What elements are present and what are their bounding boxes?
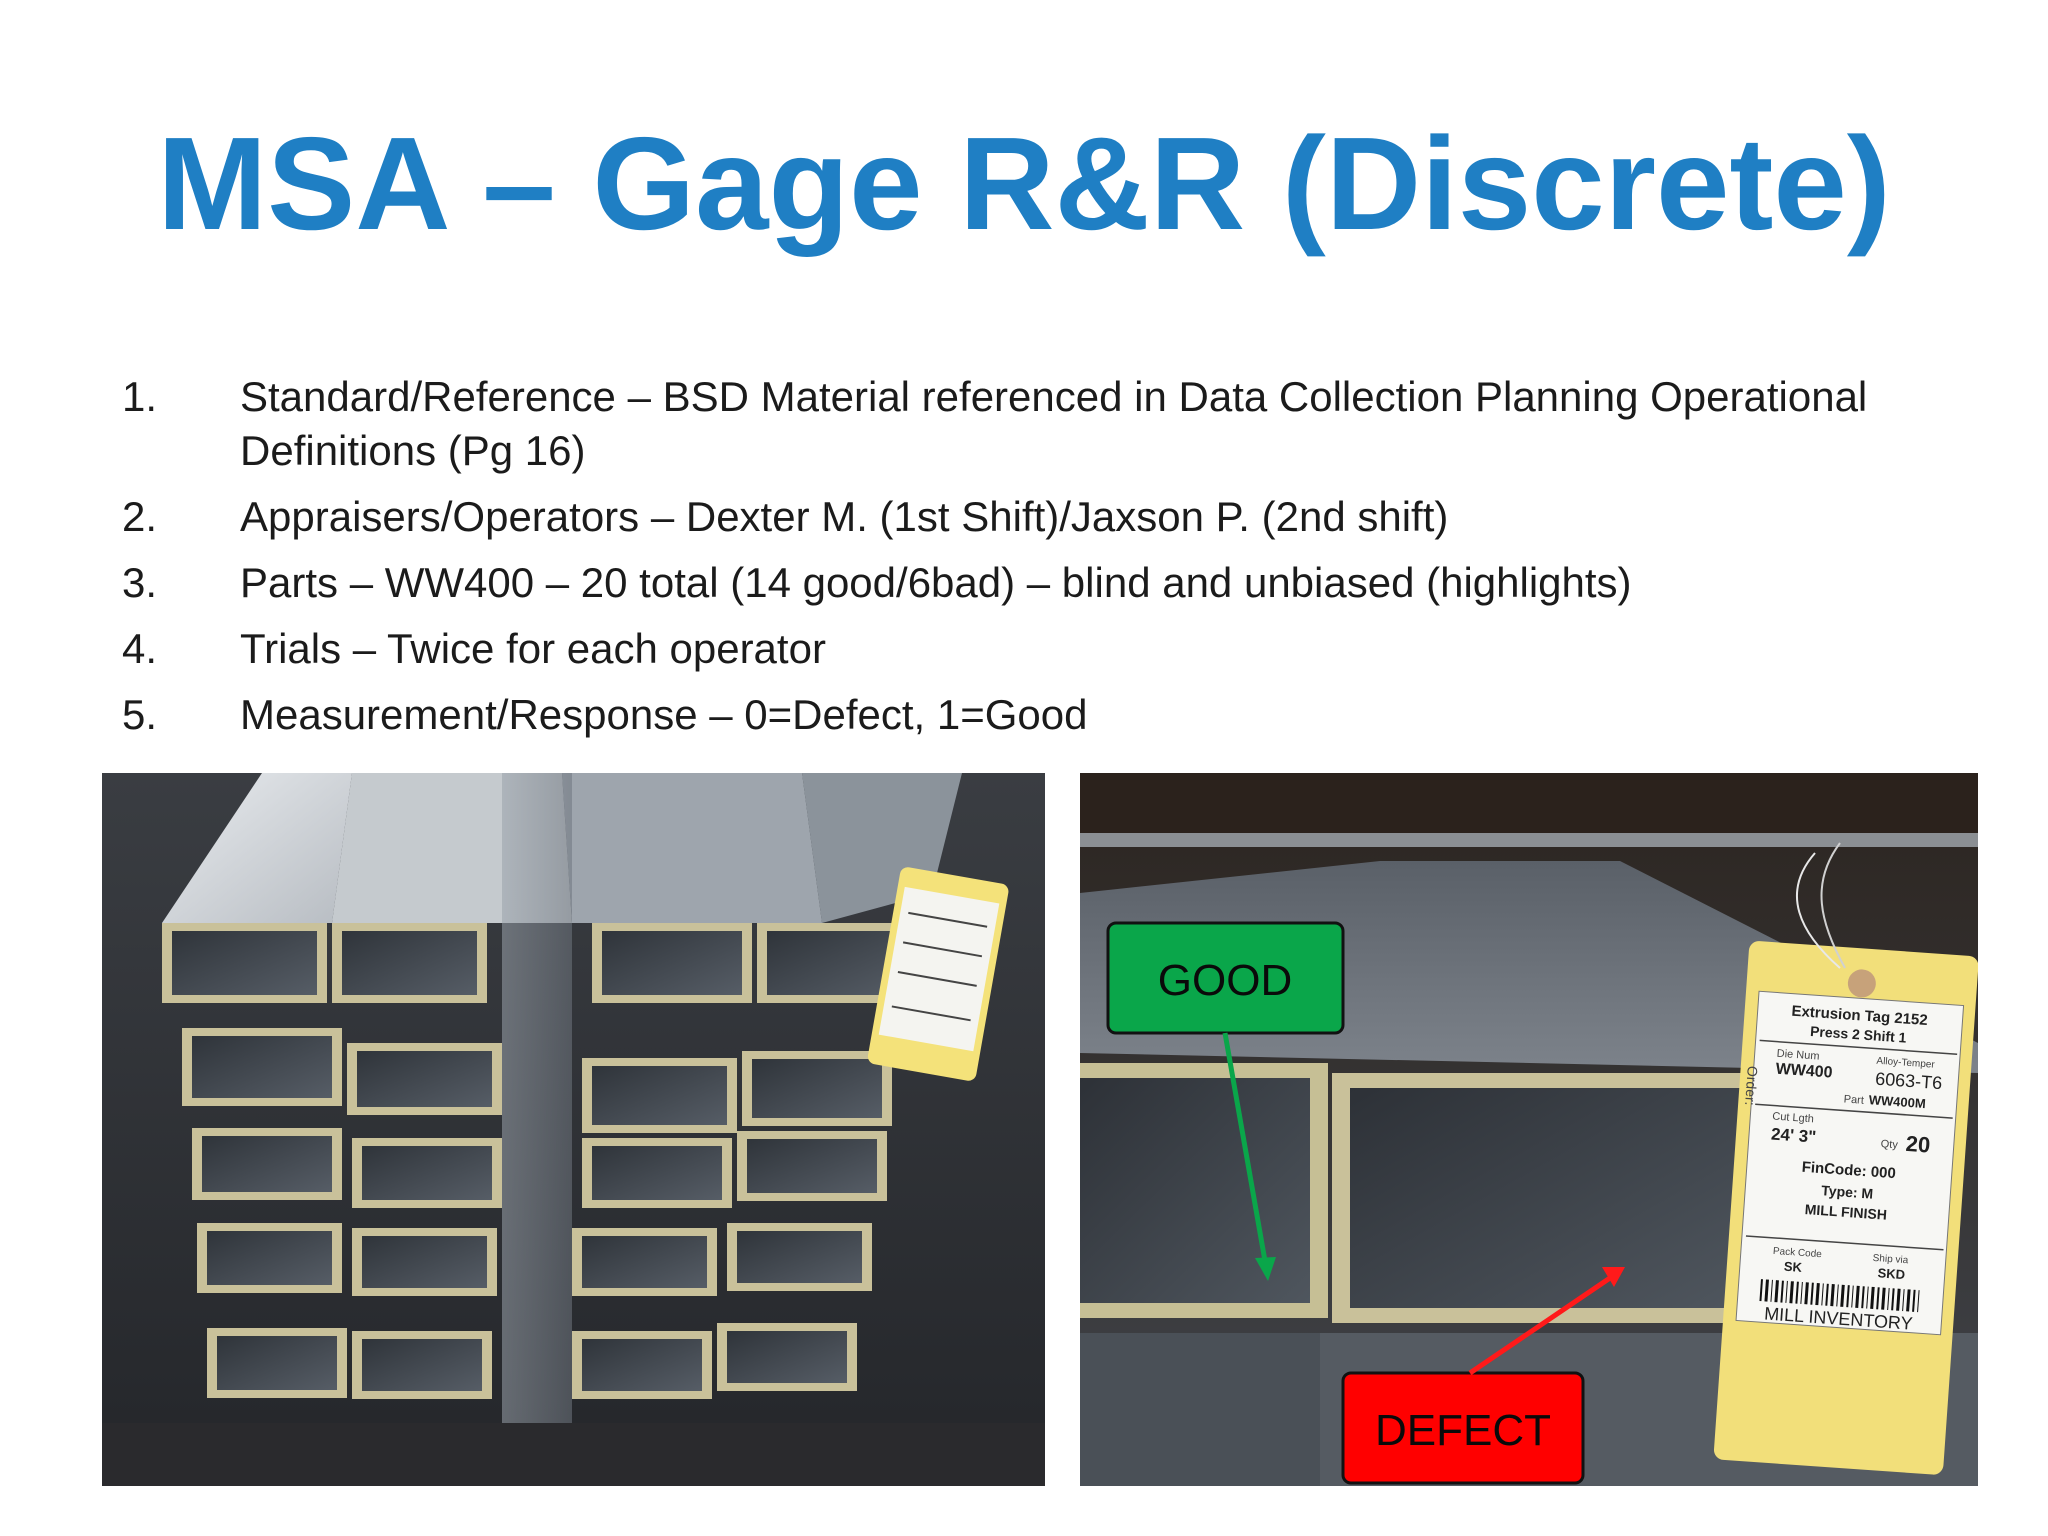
list-item: 3. Parts – WW400 – 20 total (14 good/6ba… xyxy=(122,556,1982,610)
tag-ship-value: SKD xyxy=(1877,1265,1905,1282)
tag-press-shift: Press 2 Shift 1 xyxy=(1810,1023,1908,1046)
list-item-text: Measurement/Response – 0=Defect, 1=Good xyxy=(240,691,1088,738)
tag-cut-label: Cut Lgth xyxy=(1772,1111,1814,1126)
list-item-text: Standard/Reference – BSD Material refere… xyxy=(240,373,1868,474)
slide-title: MSA – Gage R&R (Discrete) xyxy=(157,110,1891,257)
list-item-text: Appraisers/Operators – Dexter M. (1st Sh… xyxy=(240,493,1449,540)
tag-pack-label: Pack Code xyxy=(1773,1246,1823,1260)
steps-list: 1. Standard/Reference – BSD Material ref… xyxy=(122,370,1982,754)
list-item-number: 2. xyxy=(122,493,158,540)
defect-label-text: DEFECT xyxy=(1375,1406,1551,1455)
tag-pack-value: SK xyxy=(1783,1259,1803,1275)
good-arrow xyxy=(1222,1032,1276,1281)
list-item: 4. Trials – Twice for each operator xyxy=(122,622,1982,676)
extrusion-stack-photo xyxy=(102,773,1045,1486)
tag-die-value: WW400 xyxy=(1775,1061,1833,1082)
tag-part-value: WW400M xyxy=(1868,1092,1926,1111)
list-item-number: 5. xyxy=(122,691,158,738)
list-item: 1. Standard/Reference – BSD Material ref… xyxy=(122,370,1982,478)
tag-finish: MILL FINISH xyxy=(1804,1201,1887,1223)
list-item-text: Parts – WW400 – 20 total (14 good/6bad) … xyxy=(240,559,1632,606)
list-item: 2. Appraisers/Operators – Dexter M. (1st… xyxy=(122,490,1982,544)
list-item-number: 1. xyxy=(122,373,158,420)
tag-alloy-value: 6063-T6 xyxy=(1875,1069,1943,1094)
tag-part-label: Part xyxy=(1843,1093,1864,1106)
tag-qty-value: 20 xyxy=(1905,1131,1931,1158)
barcode-icon xyxy=(1759,1279,1920,1313)
mill-inventory-tag: Extrusion Tag 2152 Press 2 Shift 1 Die N… xyxy=(1713,941,1978,1475)
good-label-text: GOOD xyxy=(1158,956,1292,1005)
tag-ship-label: Ship via xyxy=(1872,1253,1909,1266)
tag-cut-value: 24' 3" xyxy=(1770,1124,1816,1146)
defect-closeup-photo: GOOD DEFECT Extrusion Tag xyxy=(1080,773,1978,1486)
tag-qty-label: Qty xyxy=(1880,1138,1898,1151)
tag-fincode: FinCode: 000 xyxy=(1801,1159,1896,1183)
list-item-number: 3. xyxy=(122,559,158,606)
tag-type: Type: M xyxy=(1821,1182,1874,1202)
list-item: 5. Measurement/Response – 0=Defect, 1=Go… xyxy=(122,688,1982,742)
list-item-text: Trials – Twice for each operator xyxy=(240,625,826,672)
tag-die-label: Die Num xyxy=(1776,1048,1820,1063)
good-label: GOOD xyxy=(1106,921,1345,1035)
defect-label: DEFECT xyxy=(1341,1371,1585,1485)
defect-arrow xyxy=(1468,1267,1625,1376)
tag-order-label: Order: xyxy=(1742,1065,1761,1106)
tag-alloy-label: Alloy-Temper xyxy=(1876,1056,1936,1071)
list-item-number: 4. xyxy=(122,625,158,672)
